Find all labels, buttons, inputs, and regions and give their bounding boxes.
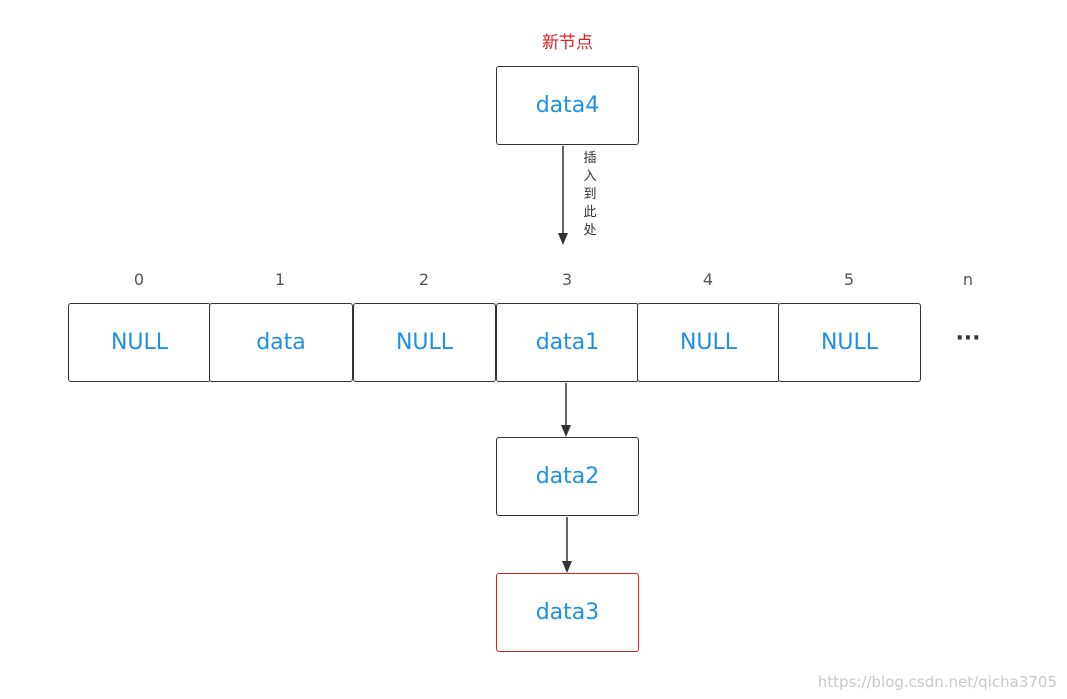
arrow-data1-to-data2	[561, 383, 571, 437]
insert-label-char: 插	[583, 151, 597, 166]
arrow-data2-to-data3	[562, 517, 572, 573]
index-label-5: 5	[843, 270, 855, 289]
ellipsis: ···	[955, 326, 981, 351]
index-label-3: 3	[561, 270, 573, 289]
index-label-2: 2	[418, 270, 430, 289]
index-label-1: 1	[274, 270, 286, 289]
watermark: https://blog.csdn.net/qicha3705	[817, 673, 1057, 691]
new-node-data4: data4	[496, 66, 639, 145]
array-cell-5: NULL	[778, 303, 921, 382]
array-cell-3: data1	[496, 303, 639, 382]
index-label-4: 4	[702, 270, 714, 289]
new-node-title: 新节点	[542, 33, 593, 53]
index-label-0: 0	[133, 270, 145, 289]
array-cell-1: data	[209, 303, 353, 382]
arrow-insert	[558, 146, 568, 245]
insert-label-char: 此	[583, 205, 597, 220]
index-label-n: n	[962, 270, 974, 289]
chain-node-data2: data2	[496, 437, 639, 516]
insert-label-char: 入	[583, 169, 597, 184]
array-cell-2: NULL	[353, 303, 496, 382]
chain-node-data3: data3	[496, 573, 639, 652]
array-cell-0: NULL	[68, 303, 211, 382]
insert-label-char: 到	[583, 187, 597, 202]
insert-here-label: 插 入 到 此 处	[578, 150, 602, 240]
insert-label-char: 处	[583, 223, 597, 238]
array-cell-4: NULL	[637, 303, 780, 382]
